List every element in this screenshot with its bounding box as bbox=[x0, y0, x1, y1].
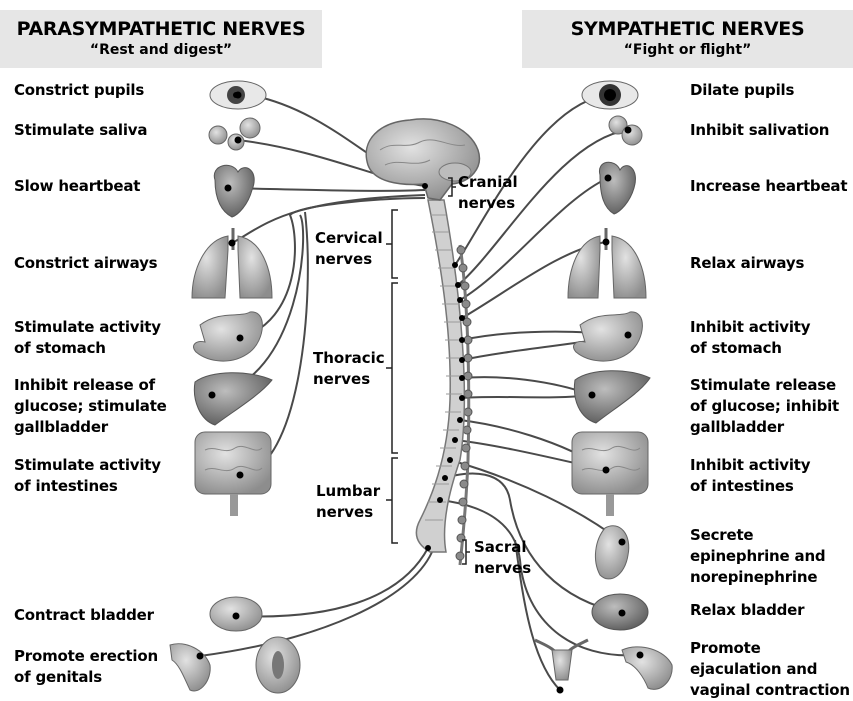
sympathetic-effect-epinephrine: Secrete epinephrine and norepinephrine bbox=[690, 525, 825, 588]
sympathetic-effect-stomach: Inhibit activity of stomach bbox=[690, 317, 810, 359]
stomach-icon bbox=[194, 312, 263, 361]
lungs-icon bbox=[568, 228, 646, 298]
cranial-nerves-label: Cranial nerves bbox=[458, 172, 518, 214]
sympathetic-effect-airways: Relax airways bbox=[690, 253, 804, 274]
stomach-icon bbox=[574, 312, 643, 361]
parasympathetic-effect-genitals: Promote erection of genitals bbox=[14, 646, 158, 688]
liver-icon bbox=[574, 371, 650, 423]
thoracic-nerves-label: Thoracic nerves bbox=[313, 348, 385, 390]
sympathetic-effect-salivation: Inhibit salivation bbox=[690, 120, 829, 141]
parasympathetic-effect-pupils: Constrict pupils bbox=[14, 80, 144, 101]
parasympathetic-effect-airways: Constrict airways bbox=[14, 253, 157, 274]
parasympathetic-effect-stomach: Stimulate activity of stomach bbox=[14, 317, 161, 359]
cervical-nerves-label: Cervical nerves bbox=[315, 228, 383, 270]
salivary-glands-icon bbox=[209, 118, 260, 150]
intestines-icon bbox=[195, 432, 271, 516]
male-genitals-icon bbox=[170, 644, 210, 691]
heart-icon bbox=[214, 165, 254, 217]
lungs-icon bbox=[192, 228, 272, 298]
sympathetic-effect-heartbeat: Increase heartbeat bbox=[690, 176, 847, 197]
sympathetic-effect-bladder: Relax bladder bbox=[690, 600, 804, 621]
sympathetic-effect-glucose: Stimulate release of glucose; inhibit ga… bbox=[690, 375, 839, 438]
parasympathetic-effect-heartbeat: Slow heartbeat bbox=[14, 176, 140, 197]
heart-icon bbox=[599, 162, 635, 214]
sympathetic-effect-intestines: Inhibit activity of intestines bbox=[690, 455, 810, 497]
parasympathetic-effect-intestines: Stimulate activity of intestines bbox=[14, 455, 161, 497]
intestines-icon bbox=[572, 432, 648, 516]
sympathetic-effect-pupils: Dilate pupils bbox=[690, 80, 794, 101]
liver-icon bbox=[194, 373, 272, 425]
sacral-nerves-label: Sacral nerves bbox=[474, 537, 531, 579]
parasympathetic-effect-saliva: Stimulate saliva bbox=[14, 120, 147, 141]
sympathetic-effect-genitals: Promote ejaculation and vaginal contract… bbox=[690, 638, 850, 701]
male-genitals-icon bbox=[622, 647, 672, 690]
female-genitals-icon bbox=[256, 637, 300, 693]
adrenal-gland-icon bbox=[595, 526, 628, 579]
parasympathetic-effect-bladder: Contract bladder bbox=[14, 605, 154, 626]
lumbar-nerves-label: Lumbar nerves bbox=[316, 481, 380, 523]
parasympathetic-effect-glucose: Inhibit release of glucose; stimulate ga… bbox=[14, 375, 167, 438]
